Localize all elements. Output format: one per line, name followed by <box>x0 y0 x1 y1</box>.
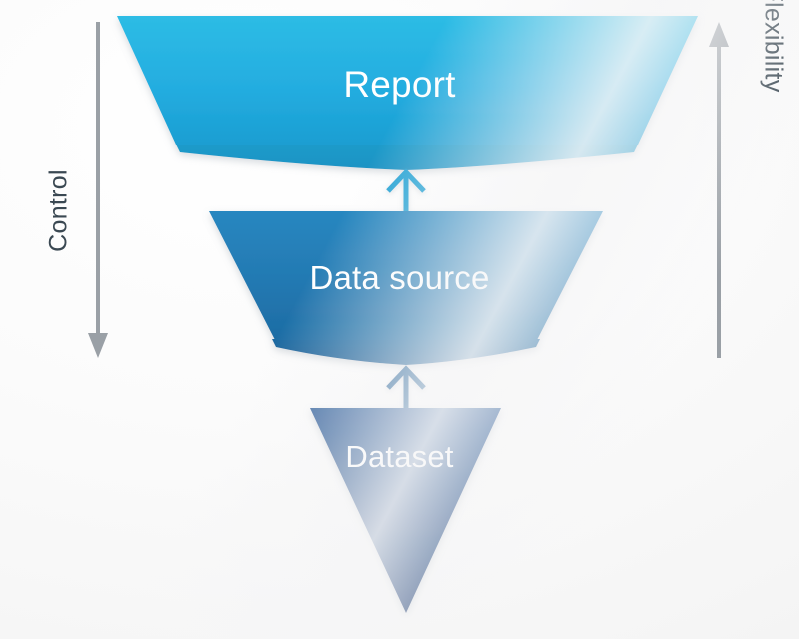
report-slab <box>117 16 698 145</box>
axis-control <box>88 22 108 358</box>
control-axis-arrowhead-down <box>88 333 108 358</box>
funnel-stage-report[interactable] <box>117 16 698 170</box>
axis-flexibility <box>709 22 729 358</box>
funnel-stage-label-data-source: Data source <box>309 259 490 296</box>
axis-label-flexibility: Flexibility <box>759 0 788 93</box>
data-source-slab <box>209 211 603 340</box>
data-source-fold-band <box>272 339 540 365</box>
arrow-head-up-data-source-icon <box>386 365 426 390</box>
funnel-stage-data-source[interactable] <box>209 211 603 365</box>
dataset-triangle <box>310 408 501 613</box>
axis-label-control: Control <box>44 169 73 252</box>
connector-data-source-to-report <box>386 168 426 212</box>
funnel-stage-label-report: Report <box>343 64 456 105</box>
funnel-stage-label-dataset: Dataset <box>345 439 454 474</box>
report-fold-band <box>176 144 638 170</box>
arrow-head-up-report-icon <box>386 168 426 193</box>
funnel-stage-dataset[interactable] <box>310 408 501 613</box>
connector-dataset-to-data-source <box>386 365 426 409</box>
flexibility-axis-arrowhead-up <box>709 22 729 47</box>
